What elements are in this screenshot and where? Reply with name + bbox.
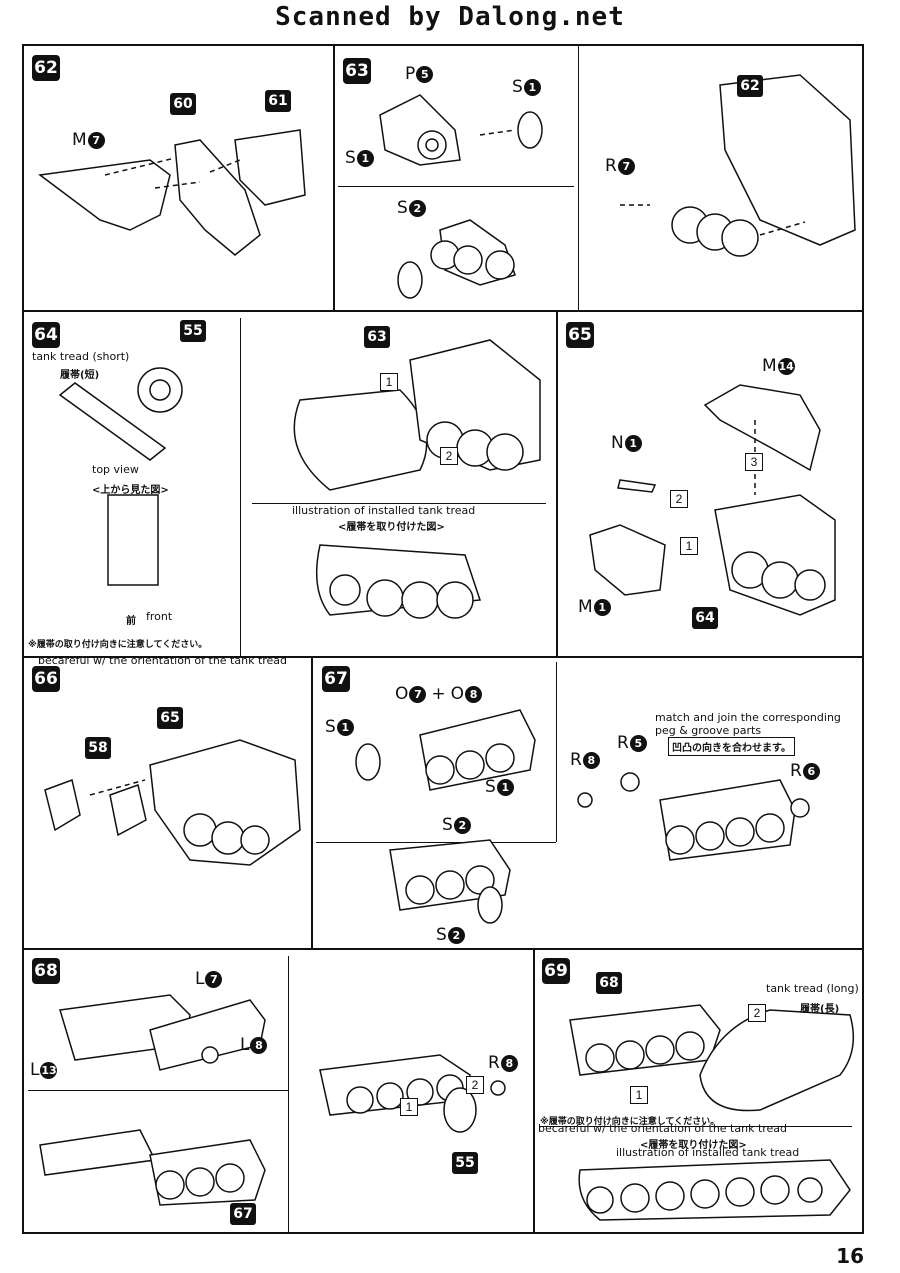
step-number-67: 67 (322, 666, 350, 692)
tread-long-label: tank tread (long) (766, 982, 859, 995)
top-view-label: top view (92, 463, 139, 476)
sub-divider-64 (240, 318, 241, 656)
instruction-frame (22, 44, 864, 1234)
col-divider-66-67 (311, 656, 313, 948)
step-number-65: 65 (566, 322, 594, 348)
installed-tread-label: illustration of installed tank tread (292, 504, 476, 517)
row-divider-1 (22, 310, 864, 312)
part-badge-65: 65 (157, 707, 183, 729)
part-badge-68: 68 (596, 972, 622, 994)
part-badge-55: 55 (452, 1152, 478, 1174)
row-divider-3 (22, 948, 864, 950)
part-badge-62: 62 (737, 75, 763, 97)
order-box-2: 2 (440, 447, 458, 465)
tread-long-label-jp: 履帯(長) (800, 1004, 840, 1015)
part-badge-55: 55 (180, 320, 206, 342)
step-number-66: 66 (32, 666, 60, 692)
installed-tread-label-jp: <履帯を取り付けた図> (640, 1140, 747, 1151)
illustration-69 (569, 1004, 855, 1221)
step-number-63: 63 (343, 58, 371, 84)
step-number-68: 68 (32, 958, 60, 984)
step-number-69: 69 (542, 958, 570, 984)
order-box-1: 1 (680, 537, 698, 555)
illustration-68 (39, 994, 506, 1206)
part-badge-61: 61 (265, 90, 291, 112)
order-box-1: 1 (400, 1098, 418, 1116)
tread-short-label: tank tread (short) (32, 350, 130, 363)
peg-groove-note: match and join the corresponding peg & g… (655, 711, 841, 737)
sub-divider-69 (540, 1126, 852, 1127)
order-box-3: 3 (745, 453, 763, 471)
orientation-note: becareful w/ the orientation of the tank… (38, 654, 288, 667)
tread-short-label-jp: 履帯(短) (60, 370, 100, 381)
front-label-jp: 前 (126, 616, 136, 627)
sub-divider-63b (338, 186, 574, 187)
part-badge-60: 60 (170, 93, 196, 115)
order-box-1: 1 (630, 1086, 648, 1104)
step-number-62: 62 (32, 55, 60, 81)
illustration-62 (38, 129, 306, 256)
sub-divider-67b (316, 842, 556, 843)
page-number: 16 (836, 1244, 864, 1268)
top-view-label-jp: <上から見た図> (92, 485, 169, 496)
col-divider-64-65 (556, 310, 558, 656)
col-divider-68-69 (533, 948, 535, 1234)
part-badge-63: 63 (364, 326, 390, 348)
illustration-63 (379, 74, 856, 299)
peg-groove-note-jp: 凹凸の向きを合わせます。 (668, 737, 795, 756)
order-box-2: 2 (466, 1076, 484, 1094)
order-box-1: 1 (380, 373, 398, 391)
orientation-note-jp: ※履帯の取り付け向きに注意してください。 (540, 1117, 720, 1127)
part-badge-64: 64 (692, 607, 718, 629)
order-box-2: 2 (748, 1004, 766, 1022)
installed-tread-label-jp: <履帯を取り付けた図> (338, 522, 445, 533)
sub-divider-67 (556, 662, 557, 842)
order-box-2: 2 (670, 490, 688, 508)
page-header: Scanned by Dalong.net (0, 0, 900, 40)
orientation-note: becareful w/ the orientation of the tank… (538, 1122, 788, 1135)
orientation-note-jp: ※履帯の取り付け向きに注意してください。 (28, 640, 208, 650)
installed-tread-label: illustration of installed tank tread (616, 1146, 800, 1159)
sub-divider-63 (578, 46, 579, 310)
col-divider-62-63 (333, 44, 335, 310)
row-divider-2 (22, 656, 864, 658)
illustration-66 (44, 739, 301, 866)
sub-divider-68 (288, 956, 289, 1234)
step-number-64: 64 (32, 322, 60, 348)
part-badge-67: 67 (230, 1203, 256, 1225)
front-label: front (146, 610, 173, 623)
illustration-65 (589, 384, 836, 616)
illustration-67 (355, 709, 810, 924)
sub-divider-64b (252, 503, 546, 504)
scan-credit: Scanned by Dalong.net (275, 2, 625, 32)
part-badge-58: 58 (85, 737, 111, 759)
sub-divider-68b (28, 1090, 288, 1091)
illustration-64 (58, 339, 541, 619)
